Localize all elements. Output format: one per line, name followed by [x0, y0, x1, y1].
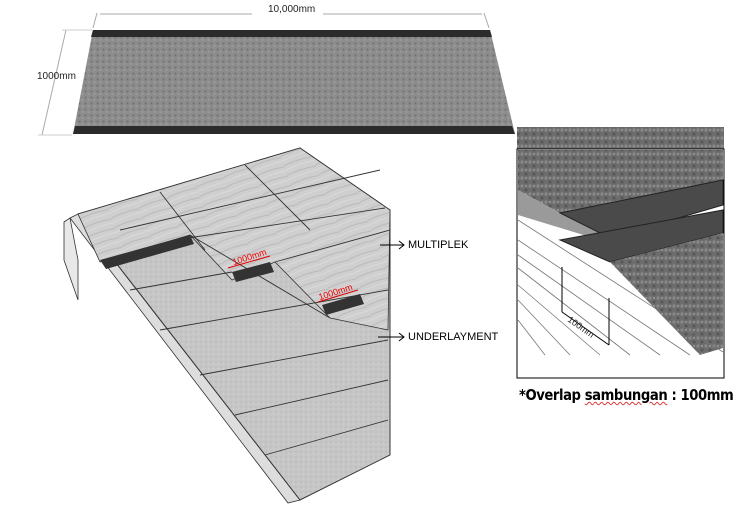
- note-word: sambungan: [584, 386, 668, 404]
- overlap-detail: [516, 127, 725, 379]
- note-asterisk: *: [519, 386, 526, 404]
- roof-model: [63, 147, 405, 504]
- callout-arrows: [378, 240, 405, 342]
- sheet-height-label: 1000mm: [37, 71, 76, 82]
- underlayment-label: UNDERLAYMENT: [408, 331, 499, 343]
- overlap-note: *Overlap sambungan : 100mm: [519, 386, 734, 404]
- sheet-width-label: 10,000mm: [268, 4, 316, 15]
- multiplek-label: MULTIPLEK: [408, 239, 469, 251]
- bottom-band: [73, 126, 515, 134]
- height-dimension-line: [41, 29, 67, 136]
- note-word: Overlap: [525, 386, 581, 404]
- top-band: [91, 30, 492, 37]
- underlayment-sheet: [38, 12, 515, 136]
- red-dimension-lines: [227, 255, 359, 303]
- note-value: : 100mm: [671, 386, 734, 404]
- lap-strip: [100, 235, 194, 269]
- lap-strip: [322, 294, 364, 315]
